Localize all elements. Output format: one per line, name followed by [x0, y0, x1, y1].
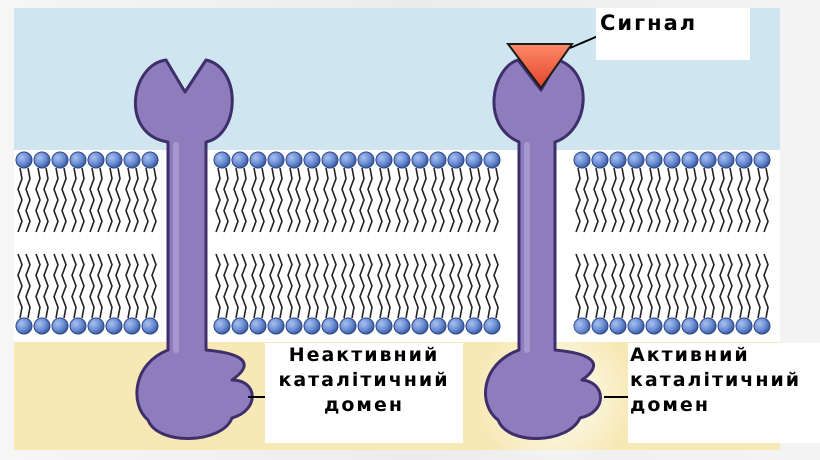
- phospholipid-icon: [412, 152, 428, 168]
- phospholipid-icon: [466, 318, 482, 334]
- phospholipid-icon: [412, 318, 428, 334]
- inactive-domain-line-3: домен: [265, 393, 463, 418]
- phospholipid-icon: [106, 152, 122, 168]
- phospholipid-icon: [88, 152, 104, 168]
- phospholipid-icon: [52, 318, 68, 334]
- active-domain-line-1: Активний: [630, 343, 820, 368]
- phospholipid-icon: [646, 318, 662, 334]
- phospholipid-icon: [448, 318, 464, 334]
- phospholipid-icon: [142, 318, 158, 334]
- phospholipid-icon: [574, 152, 590, 168]
- signal-label: Сигнал: [596, 8, 750, 60]
- phospholipid-icon: [664, 318, 680, 334]
- phospholipid-icon: [214, 318, 230, 334]
- phospholipid-icon: [592, 152, 608, 168]
- signal-label-text: Сигнал: [600, 8, 750, 38]
- phospholipid-icon: [718, 152, 734, 168]
- phospholipid-icon: [340, 318, 356, 334]
- phospholipid-icon: [250, 318, 266, 334]
- phospholipid-icon: [376, 152, 392, 168]
- phospholipid-icon: [268, 152, 284, 168]
- phospholipid-icon: [214, 152, 230, 168]
- phospholipid-icon: [430, 152, 446, 168]
- phospholipid-icon: [664, 152, 680, 168]
- phospholipid-icon: [70, 318, 86, 334]
- phospholipid-icon: [142, 152, 158, 168]
- active-domain-line-3: домен: [630, 393, 820, 418]
- phospholipid-icon: [484, 318, 500, 334]
- phospholipid-icon: [736, 152, 752, 168]
- phospholipid-icon: [700, 318, 716, 334]
- active-domain-label: Активний каталітичний домен: [628, 343, 820, 443]
- phospholipid-icon: [88, 318, 104, 334]
- phospholipid-icon: [322, 318, 338, 334]
- phospholipid-icon: [358, 318, 374, 334]
- phospholipid-icon: [700, 152, 716, 168]
- phospholipid-icon: [16, 152, 32, 168]
- phospholipid-icon: [124, 152, 140, 168]
- phospholipid-icon: [394, 152, 410, 168]
- phospholipid-icon: [124, 318, 140, 334]
- phospholipid-icon: [286, 318, 302, 334]
- phospholipid-icon: [754, 152, 770, 168]
- inactive-domain-label: Неактивний каталітичний домен: [265, 343, 463, 443]
- phospholipid-icon: [304, 152, 320, 168]
- phospholipid-icon: [466, 152, 482, 168]
- phospholipid-icon: [322, 152, 338, 168]
- phospholipid-icon: [394, 318, 410, 334]
- phospholipid-icon: [682, 152, 698, 168]
- phospholipid-icon: [16, 318, 32, 334]
- phospholipid-icon: [232, 318, 248, 334]
- phospholipid-icon: [286, 152, 302, 168]
- phospholipid-icon: [340, 152, 356, 168]
- phospholipid-icon: [754, 318, 770, 334]
- phospholipid-icon: [718, 318, 734, 334]
- phospholipid-icon: [448, 152, 464, 168]
- phospholipid-icon: [736, 318, 752, 334]
- phospholipid-icon: [628, 318, 644, 334]
- phospholipid-icon: [34, 152, 50, 168]
- phospholipid-icon: [646, 152, 662, 168]
- active-domain-line-2: каталітичний: [630, 368, 820, 393]
- phospholipid-icon: [52, 152, 68, 168]
- phospholipid-icon: [250, 152, 266, 168]
- phospholipid-icon: [484, 152, 500, 168]
- phospholipid-icon: [106, 318, 122, 334]
- phospholipid-icon: [34, 318, 50, 334]
- phospholipid-icon: [610, 152, 626, 168]
- phospholipid-icon: [268, 318, 284, 334]
- phospholipid-icon: [610, 318, 626, 334]
- phospholipid-icon: [232, 152, 248, 168]
- phospholipid-icon: [682, 318, 698, 334]
- phospholipid-icon: [376, 318, 392, 334]
- phospholipid-icon: [628, 152, 644, 168]
- phospholipid-icon: [70, 152, 86, 168]
- inactive-domain-line-2: каталітичний: [265, 368, 463, 393]
- phospholipid-icon: [304, 318, 320, 334]
- phospholipid-icon: [358, 152, 374, 168]
- inactive-domain-line-1: Неактивний: [265, 343, 463, 368]
- phospholipid-icon: [430, 318, 446, 334]
